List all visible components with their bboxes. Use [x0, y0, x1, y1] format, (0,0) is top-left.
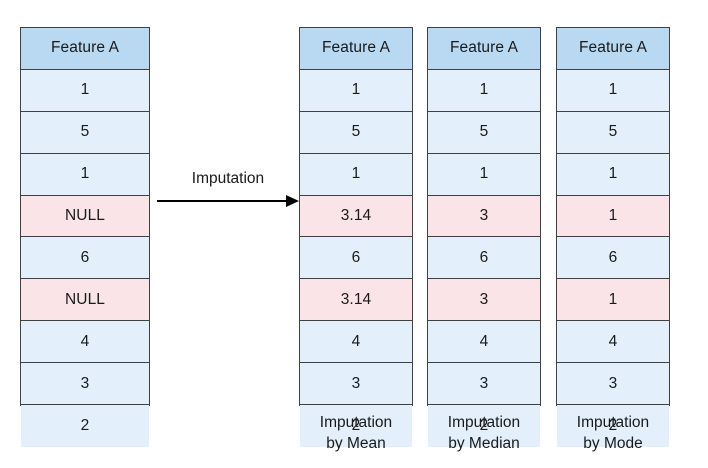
imputation-arrow-label: Imputation — [191, 170, 265, 187]
imputation-arrow-group: Imputation — [157, 170, 299, 220]
table-cell-imputed: 3 — [428, 279, 540, 322]
table-cell: 2 — [557, 405, 669, 447]
table-cell: 1 — [300, 69, 412, 112]
table-cell: 2 — [428, 405, 540, 447]
table-cell: 5 — [557, 111, 669, 154]
table-mode-header: Feature A — [557, 28, 669, 70]
table-cell: 3 — [21, 363, 149, 406]
table-cell: 6 — [428, 237, 540, 280]
arrow-line — [157, 200, 289, 202]
table-cell: 4 — [300, 321, 412, 364]
caption-mode-line1: Imputation — [576, 414, 650, 431]
caption-imputation-by-mode: Imputation by Mode — [556, 412, 670, 454]
caption-mode-line2: by Mode — [583, 435, 643, 452]
table-median-header: Feature A — [428, 28, 540, 70]
table-cell: 5 — [428, 111, 540, 154]
table-cell: 2 — [300, 405, 412, 447]
table-cell: 1 — [428, 153, 540, 196]
table-cell-imputed: 3.14 — [300, 195, 412, 238]
table-cell: 3 — [557, 363, 669, 406]
table-mean-header: Feature A — [300, 28, 412, 70]
table-cell-imputed: 3 — [428, 195, 540, 238]
caption-median-line1: Imputation — [447, 414, 521, 431]
table-cell: 4 — [557, 321, 669, 364]
table-cell-imputed: NULL — [21, 195, 149, 238]
table-source-header: Feature A — [21, 28, 149, 70]
table-cell: 1 — [428, 69, 540, 112]
table-cell: 3 — [428, 363, 540, 406]
table-cell: 6 — [300, 237, 412, 280]
table-cell: 5 — [300, 111, 412, 154]
caption-median-line2: by Median — [448, 435, 520, 452]
table-cell: 1 — [21, 69, 149, 112]
caption-mean-line2: by Mean — [326, 435, 386, 452]
table-cell: 1 — [300, 153, 412, 196]
table-cell: 1 — [557, 69, 669, 112]
table-cell: 1 — [21, 153, 149, 196]
table-cell-imputed: 1 — [557, 279, 669, 322]
caption-mean-line1: Imputation — [319, 414, 393, 431]
table-cell: 2 — [21, 405, 149, 447]
arrow-head-icon — [286, 194, 299, 207]
table-cell: 6 — [557, 237, 669, 280]
table-cell: 5 — [21, 111, 149, 154]
table-cell-imputed: 1 — [557, 195, 669, 238]
table-cell: 4 — [21, 321, 149, 364]
caption-imputation-by-mean: Imputation by Mean — [299, 412, 413, 454]
table-cell-imputed: NULL — [21, 279, 149, 322]
table-cell-imputed: 3.14 — [300, 279, 412, 322]
table-cell: 4 — [428, 321, 540, 364]
table-cell: 1 — [557, 153, 669, 196]
table-cell: 3 — [300, 363, 412, 406]
caption-imputation-by-median: Imputation by Median — [427, 412, 541, 454]
table-cell: 6 — [21, 237, 149, 280]
